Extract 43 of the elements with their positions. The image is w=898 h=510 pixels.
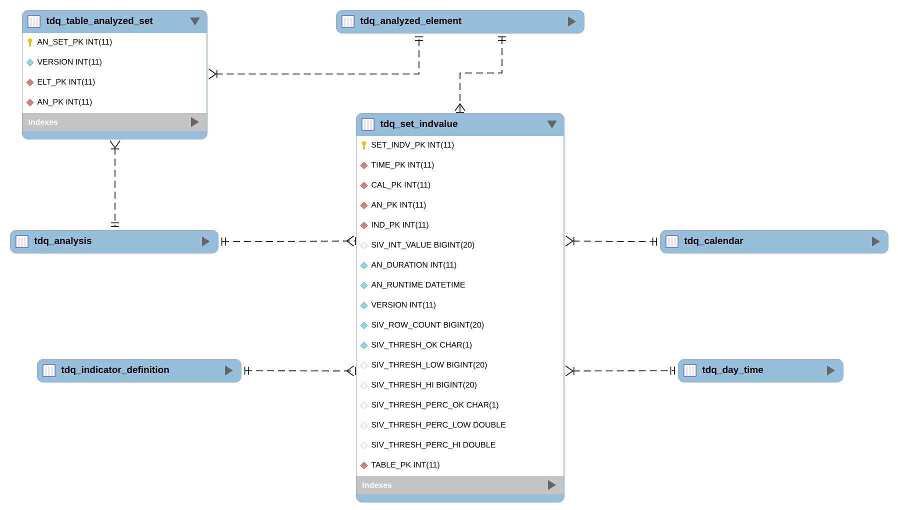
indexes-bar: Indexes — [356, 476, 564, 494]
column-row: SIV_INT_VALUE BIGINT(20) — [372, 242, 474, 250]
column-row: SET_INDV_PK INT(11) — [372, 142, 454, 150]
table-title: tdq_analyzed_element — [360, 17, 462, 26]
column-row: AN_PK INT(11) — [371, 202, 426, 210]
column-row: IND_PK INT(11) — [372, 222, 428, 230]
column-row: TABLE_PK INT(11) — [371, 462, 440, 470]
column-row: CAL_PK INT(11) — [372, 182, 430, 190]
relationship-line — [565, 236, 658, 246]
relationship-line — [454, 36, 506, 113]
column-row: SIV_THRESH_PERC_OK CHAR(1) — [372, 402, 498, 410]
column-row: ELT_PK INT(11) — [38, 78, 95, 86]
indexes-bar: Indexes — [22, 113, 206, 131]
table-title: tdq_indicator_definition — [61, 366, 169, 375]
table-title: tdq_day_time — [702, 366, 764, 375]
relationship-line — [244, 366, 356, 376]
relationship-line — [565, 366, 675, 376]
column-row: VERSION INT(11) — [371, 302, 436, 310]
table-box — [22, 10, 208, 140]
column-row: AN_PK INT(11) — [37, 98, 92, 106]
relationship-line — [221, 236, 356, 246]
table-box — [678, 359, 844, 382]
column-row: AN_RUNTIME DATETIME — [371, 282, 465, 290]
column-row: SIV_THRESH_PERC_LOW DOUBLE — [372, 422, 506, 430]
relationship-line — [110, 140, 120, 227]
table-title: tdq_calendar — [684, 237, 744, 246]
column-row: SIV_THRESH_PERC_HI DOUBLE — [372, 442, 496, 450]
table-box — [660, 230, 888, 254]
table-title: tdq_analysis — [34, 237, 92, 246]
relationship-line — [208, 36, 424, 80]
table-box — [37, 359, 242, 382]
column-row: AN_DURATION INT(11) — [371, 262, 456, 270]
column-row: SIV_ROW_COUNT BIGINT(20) — [372, 322, 484, 330]
table-box — [336, 10, 584, 34]
table-title: tdq_set_indvalue — [380, 120, 458, 129]
column-row: VERSION INT(11) — [37, 58, 102, 66]
column-row: SIV_THRESH_HI BIGINT(20) — [372, 382, 476, 390]
table-box — [10, 230, 218, 254]
column-row: AN_SET_PK INT(11) — [37, 38, 112, 46]
column-row: SIV_THRESH_LOW BIGINT(20) — [372, 362, 487, 370]
column-row: TIME_PK INT(11) — [371, 162, 434, 170]
column-row: SIV_THRESH_OK CHAR(1) — [372, 342, 472, 350]
table-title: tdq_table_analyzed_set — [46, 17, 153, 26]
